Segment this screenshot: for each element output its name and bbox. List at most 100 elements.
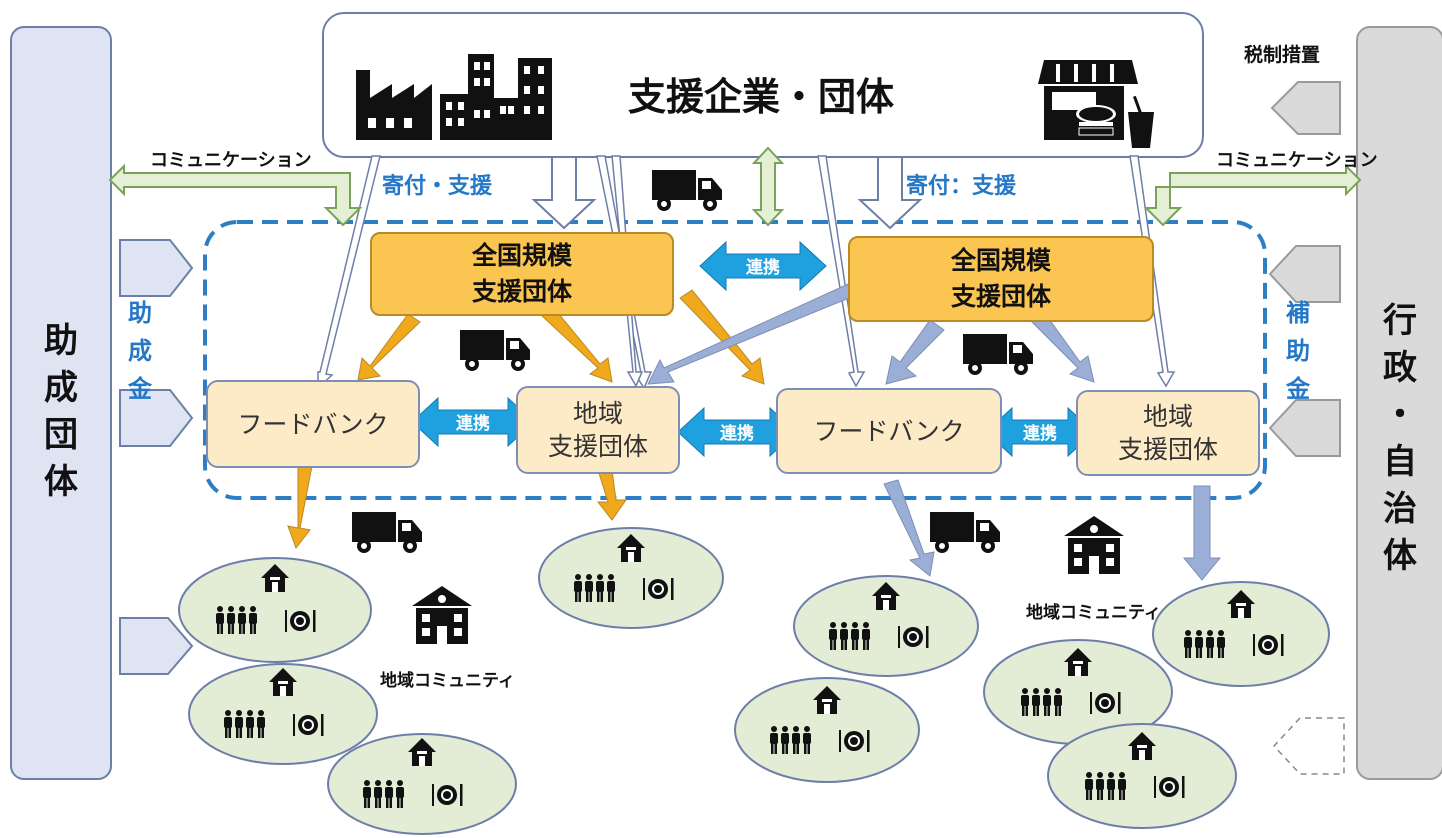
subsidy-pentagon	[1268, 399, 1341, 457]
orange-arrow	[357, 313, 421, 381]
blue-arrow	[883, 479, 935, 577]
government-label: 行 政 ・ 自 治 体	[1358, 298, 1442, 580]
panel-char: 団	[44, 415, 78, 455]
renkei-label: 連携	[1023, 423, 1057, 444]
support-companies-title: 支援企業・団体	[628, 75, 895, 119]
truck-icon	[460, 330, 530, 371]
food-bank-left: フードバンク	[206, 380, 420, 468]
grant-organizations-panel: 助 成 団 体	[10, 26, 112, 780]
subsidy-label: 補 助 金	[1286, 294, 1310, 408]
donation-support-label: 寄付・支援	[382, 174, 493, 199]
comm-arrow-right	[1143, 163, 1362, 227]
grant-money-label: 助 成 金	[128, 294, 152, 408]
support-network-region	[203, 220, 1267, 500]
subsidy-char: 補	[1286, 299, 1310, 327]
panel-char: 成	[44, 368, 78, 408]
communication-label: コミュニケーション	[150, 150, 312, 171]
donation-support-label: 寄付：支援	[906, 174, 1017, 199]
local-group-line: 支援団体	[547, 432, 648, 461]
community-ellipses	[178, 527, 1330, 835]
beneficiary-group	[1047, 723, 1237, 829]
subsidy-char: 助	[1286, 337, 1310, 365]
grant-pentagon	[119, 389, 194, 447]
truck-icon	[963, 334, 1033, 375]
local-support-group-left: 地域 支援団体	[516, 386, 680, 474]
communication-arrows	[108, 163, 1362, 227]
top-vertical-double-arrow	[751, 146, 785, 227]
tax-measures-label: 税制措置	[1244, 44, 1321, 66]
blue-arrows	[647, 283, 1222, 581]
local-support-group-right: 地域 支援団体	[1076, 390, 1260, 476]
local-group-line: フードバンク	[237, 409, 389, 439]
blue-arrow	[1031, 311, 1095, 383]
government-panel: 行 政 ・ 自 治 体	[1356, 26, 1442, 780]
panel-char: 自	[1383, 442, 1417, 482]
local-group-line: 支援団体	[1117, 435, 1218, 464]
beneficiary-group	[178, 557, 372, 663]
local-community-label: 地域コミュニティ	[1026, 603, 1161, 623]
renkei-arrows	[411, 240, 1095, 458]
local-group-line: フードバンク	[813, 416, 965, 446]
national-group-line: 全国規模	[471, 241, 572, 270]
beneficiary-group	[793, 575, 979, 677]
orange-arrow	[596, 469, 627, 521]
panel-char: 体	[44, 462, 78, 502]
blue-arrow	[647, 283, 855, 385]
beneficiary-group	[327, 733, 517, 835]
grant-pentagon	[119, 239, 194, 297]
panel-char: ・	[1383, 395, 1417, 435]
beneficiary-group	[188, 663, 378, 765]
orange-arrow	[287, 465, 313, 550]
national-group-line: 支援団体	[471, 277, 572, 306]
dashed-pentagon	[1272, 717, 1345, 775]
national-group-line: 支援団体	[950, 282, 1051, 311]
grant-organizations-label: 助 成 団 体	[12, 318, 110, 506]
blue-arrow	[1182, 485, 1222, 581]
factory-icon	[356, 70, 432, 140]
orange-arrow	[679, 289, 765, 385]
tax-pentagon	[1270, 81, 1341, 135]
national-group-line: 全国規模	[950, 246, 1051, 275]
donation-arrow	[857, 156, 923, 230]
panel-char: 政	[1383, 348, 1417, 388]
panel-char: 助	[44, 321, 78, 361]
panel-char: 体	[1383, 536, 1417, 576]
grant-char: 成	[128, 337, 152, 365]
thin-arrow	[817, 155, 866, 388]
grant-char: 金	[128, 375, 152, 403]
beneficiary-group	[1152, 581, 1330, 687]
subsidy-pentagons	[1268, 81, 1341, 457]
grant-pentagon	[119, 617, 194, 675]
local-group-line: 地域	[1142, 402, 1193, 431]
panel-char: 行	[1383, 301, 1417, 341]
grant-pentagons	[119, 239, 194, 675]
local-community-label: 地域コミュニティ	[380, 671, 515, 691]
blue-arrow	[885, 319, 945, 385]
panel-char: 治	[1383, 489, 1417, 529]
comm-arrow-left	[108, 163, 363, 227]
office-building-icon	[440, 54, 552, 140]
local-group-line: 地域	[572, 399, 623, 428]
grant-char: 助	[128, 299, 152, 327]
national-support-group-right: 全国規模 支援団体	[848, 236, 1154, 322]
beneficiary-group	[734, 677, 920, 783]
renkei-label: 連携	[456, 413, 490, 434]
orange-arrows	[287, 289, 765, 550]
beneficiary-group	[538, 527, 724, 629]
truck-icon	[352, 512, 422, 553]
food-bank-right: フードバンク	[776, 388, 1002, 474]
subsidy-char: 金	[1286, 375, 1310, 403]
school-icon	[412, 586, 472, 644]
donation-arrows	[531, 156, 923, 230]
truck-icon	[652, 170, 722, 211]
national-support-group-left: 全国規模 支援団体	[370, 232, 674, 316]
shop-food-icon	[1038, 60, 1154, 148]
subsidy-pentagon	[1268, 245, 1341, 303]
communication-label: コミュニケーション	[1216, 150, 1378, 171]
orange-arrow	[541, 307, 613, 383]
renkei-label: 連携	[720, 423, 754, 444]
school-icon	[1064, 516, 1124, 574]
renkei-arrow	[699, 240, 827, 292]
renkei-label: 連携	[746, 257, 780, 278]
